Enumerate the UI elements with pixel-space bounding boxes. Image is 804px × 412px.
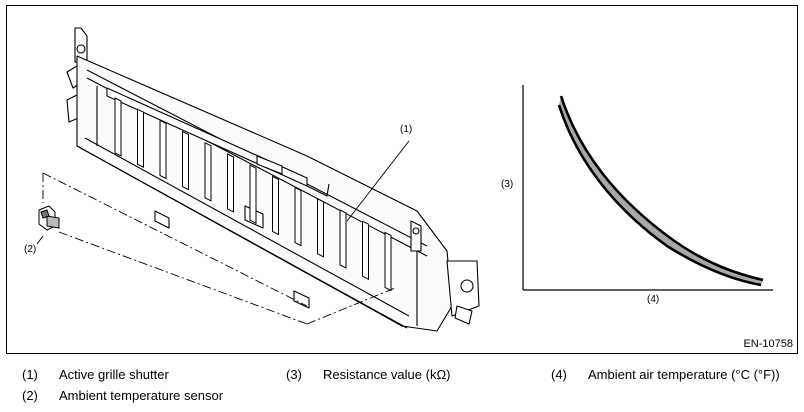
diagram-drawing xyxy=(36,27,773,332)
shutter-vane xyxy=(294,186,302,247)
resistance-curve-upper xyxy=(559,95,764,282)
ambient-temperature-sensor xyxy=(38,205,60,231)
legend-num-1: (1) xyxy=(22,367,38,382)
graph-y-axis-label: (3) xyxy=(501,179,514,190)
shutter-vanes xyxy=(114,97,392,292)
shutter-vane xyxy=(317,197,324,258)
figure-code: EN-10758 xyxy=(743,338,793,350)
shutter-vane xyxy=(159,119,167,180)
resistance-curve-band xyxy=(559,96,763,285)
shutter-vane xyxy=(249,164,257,225)
shutter-vane xyxy=(362,220,369,281)
shutter-vane xyxy=(272,175,279,236)
shutter-vane xyxy=(204,141,212,202)
legend-text-4: Ambient air temperature (°C (°F)) xyxy=(588,367,780,382)
graph-x-axis-label: (4) xyxy=(647,294,660,305)
sensor-extension-lines xyxy=(42,172,396,325)
legend-num-3: (3) xyxy=(286,367,302,382)
resistance-curve-lower xyxy=(557,104,762,287)
callout-1: (1) xyxy=(400,124,413,135)
shutter-vane xyxy=(339,209,347,269)
shutter-vane xyxy=(114,97,122,157)
shutter-vane xyxy=(182,130,189,191)
legend-num-4: (4) xyxy=(551,367,567,382)
diagram-frame: (1) (2) (3) (4) EN-10758 xyxy=(6,5,798,354)
grille-shutter-illustration xyxy=(66,27,480,332)
callout-2: (2) xyxy=(24,244,37,255)
resistance-graph xyxy=(522,85,773,291)
legend-text-3: Resistance value (kΩ) xyxy=(323,367,451,382)
legend-text-1: Active grille shutter xyxy=(59,367,169,382)
shutter-vane xyxy=(137,108,144,169)
legend-text-2: Ambient temperature sensor xyxy=(59,388,224,403)
shutter-vane xyxy=(384,231,392,292)
callout-leaders xyxy=(36,140,410,245)
legend-num-2: (2) xyxy=(22,388,38,403)
shutter-vane xyxy=(227,153,234,213)
